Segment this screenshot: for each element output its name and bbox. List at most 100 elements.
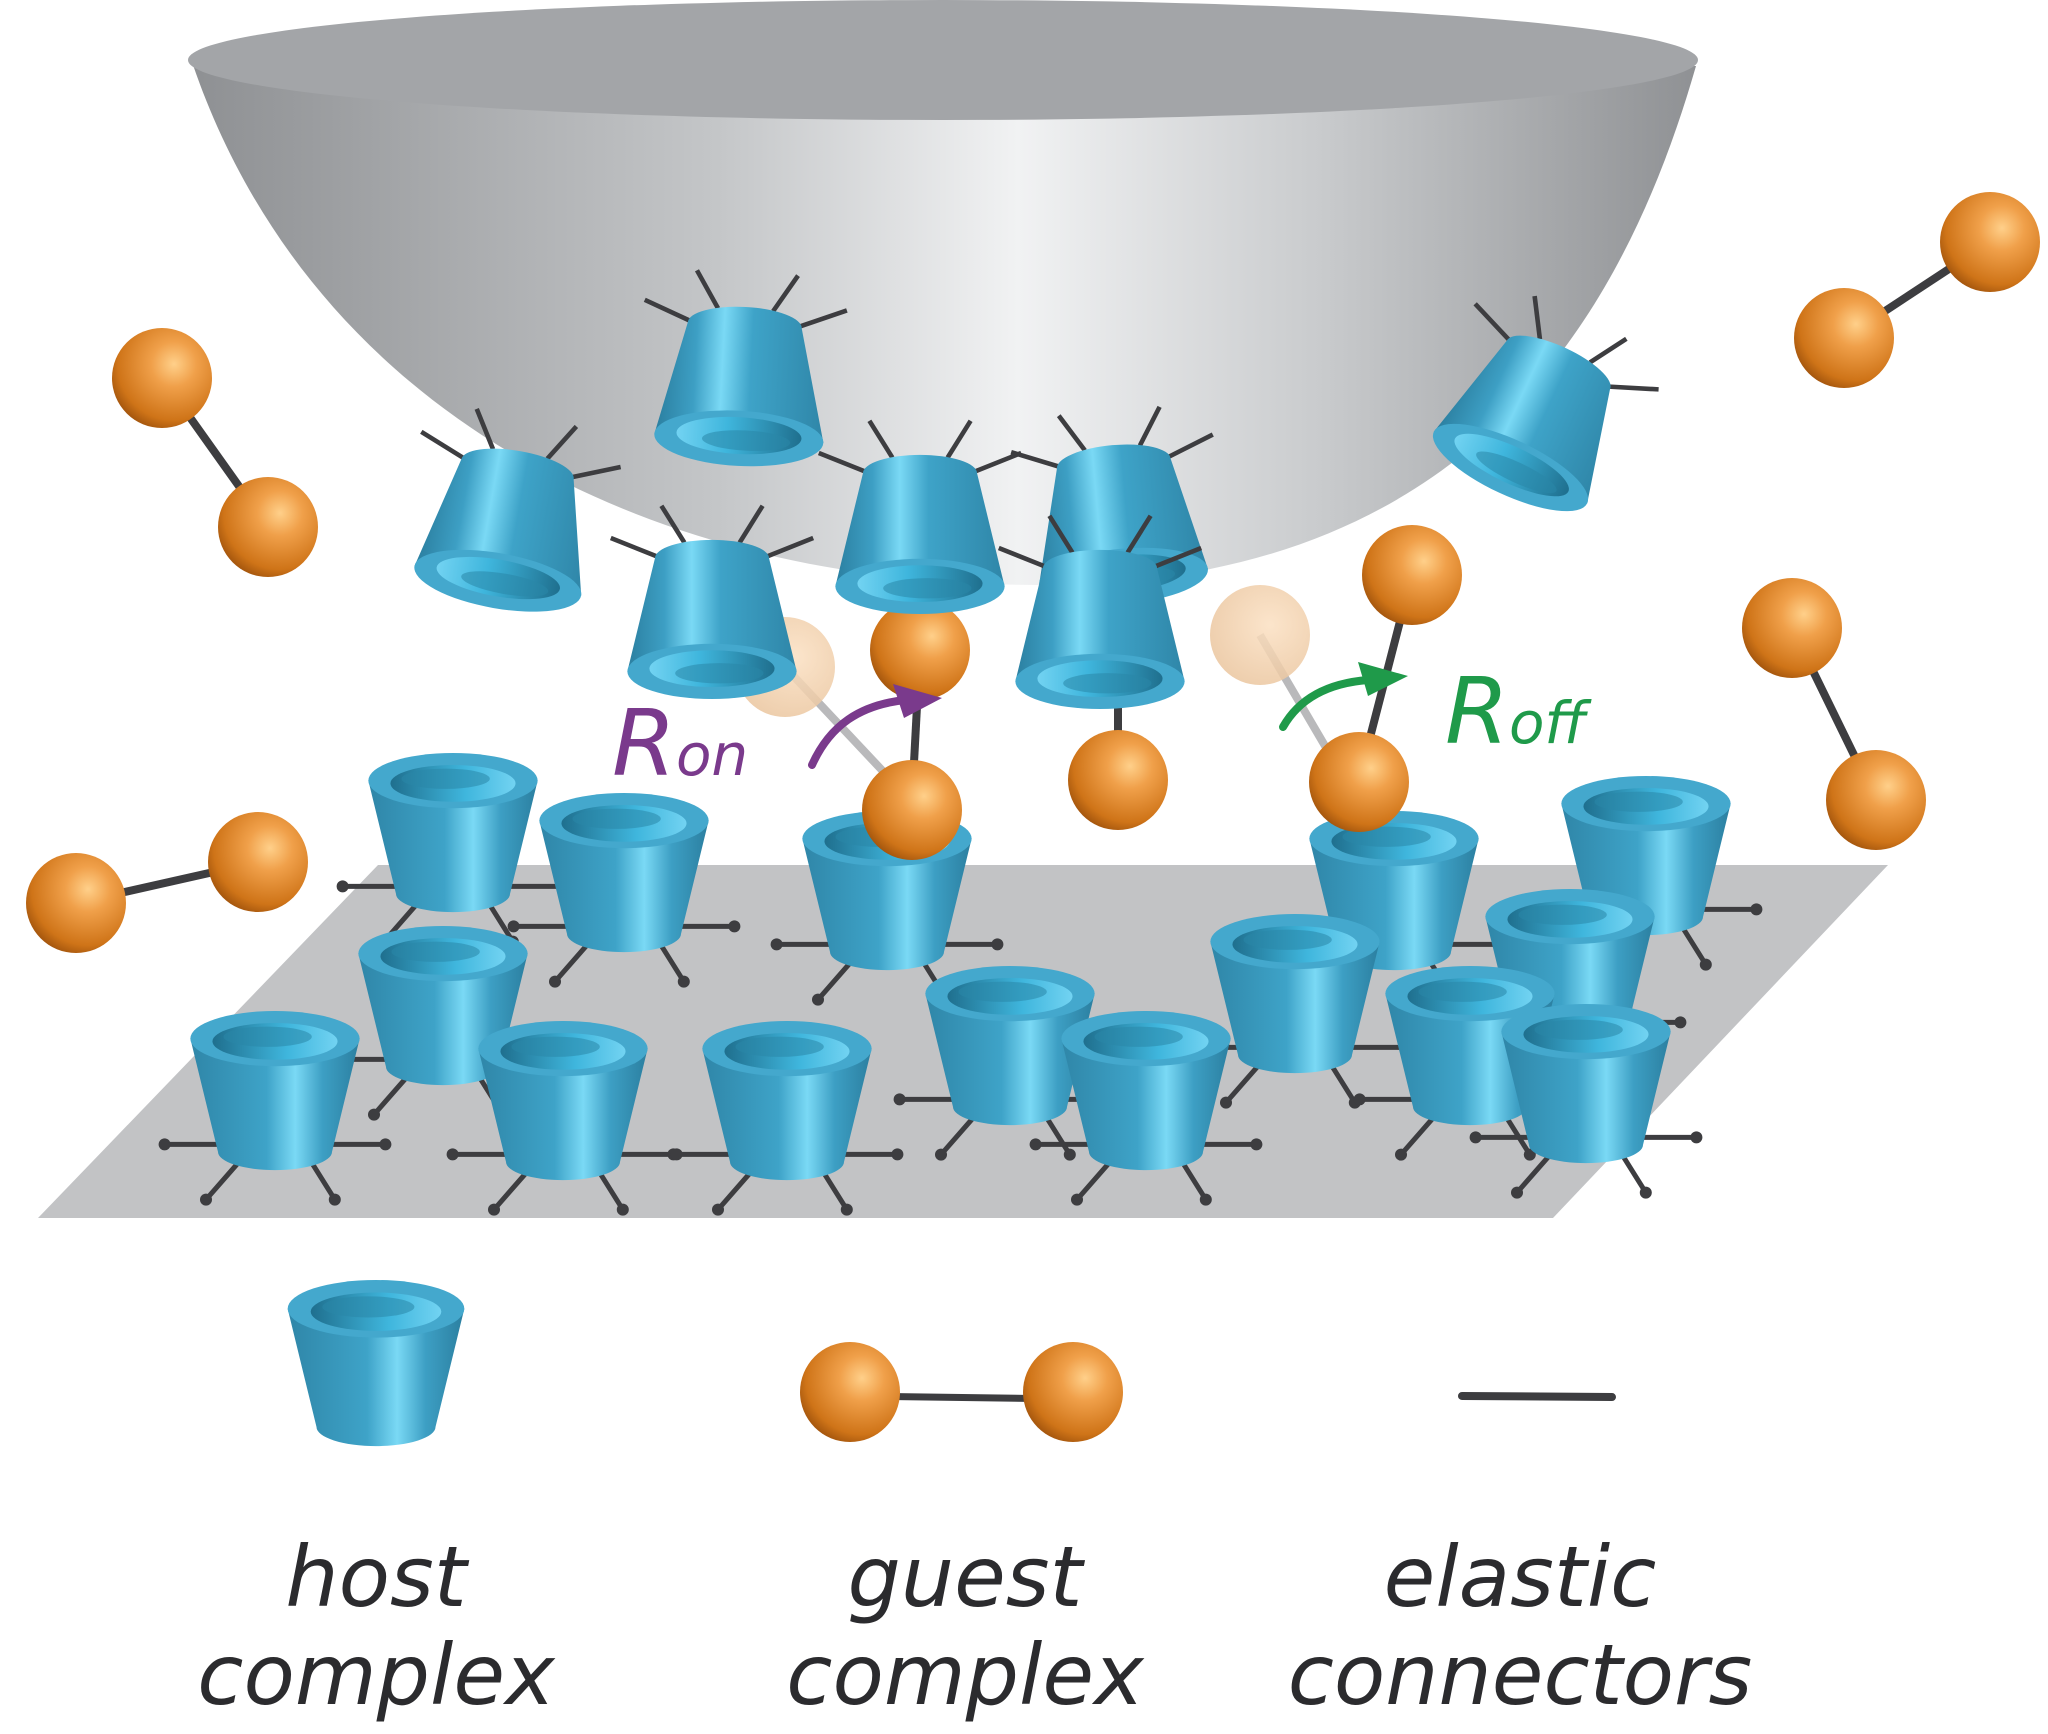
connector-end: [1250, 1138, 1263, 1151]
host-cup-bowl: [997, 514, 1203, 709]
connector-stub: [1044, 1115, 1073, 1158]
legend-host-icon: [287, 1280, 465, 1447]
host-cups-front-layer: [409, 269, 1659, 709]
legend-connector-line2: connectors: [1287, 1626, 1753, 1724]
connector-end: [1690, 1131, 1703, 1144]
connector-end: [507, 920, 520, 933]
connector-end: [1395, 1148, 1407, 1161]
connector-stub: [371, 1075, 409, 1118]
guest-complexes-layer: [26, 192, 2040, 953]
legend-host-line1: host: [285, 1528, 467, 1626]
connector-end: [336, 880, 349, 893]
connector-stub: [1223, 1063, 1261, 1106]
connector-end: [1511, 1186, 1523, 1199]
connector-end: [670, 1148, 683, 1161]
connector-end: [446, 1148, 459, 1161]
connector-stub: [1180, 1160, 1209, 1203]
guest-sphere: [1940, 192, 2040, 292]
connector-end: [1071, 1193, 1083, 1206]
legend-connector-line1: elastic: [1383, 1528, 1657, 1626]
connector-end: [616, 1203, 629, 1216]
r-on-label: Ron: [612, 690, 748, 797]
connector-end: [488, 1203, 500, 1216]
host-cup-bowl: [609, 504, 815, 699]
guest-sphere: [870, 600, 970, 700]
connector-stub: [821, 1170, 850, 1213]
guest-sphere: [1794, 288, 1894, 388]
connector-end: [1469, 1131, 1482, 1144]
guest-sphere: [112, 328, 212, 428]
legend-host-label: host complex: [196, 1528, 556, 1724]
legend-host-line2: complex: [197, 1626, 555, 1724]
connector-end: [1699, 958, 1712, 971]
connector-stub: [552, 942, 590, 985]
legend-guest-line2: complex: [786, 1626, 1144, 1724]
connector-end: [893, 1093, 906, 1106]
connector-stub: [715, 1170, 753, 1213]
connector-end: [840, 1203, 853, 1216]
connector-stub: [491, 1170, 529, 1213]
connector-end: [368, 1108, 380, 1121]
connector-end: [379, 1138, 392, 1151]
connector-stub: [815, 960, 853, 1003]
host-cup-bowl: [817, 419, 1023, 614]
ghost-sphere: [1210, 585, 1310, 685]
connector-end: [158, 1138, 171, 1151]
connector-end: [991, 938, 1004, 951]
connector-end: [1353, 1093, 1366, 1106]
connector-end: [891, 1148, 904, 1161]
r-on-main: R: [612, 690, 676, 797]
connector-stub: [1680, 925, 1709, 968]
guest-sphere: [208, 812, 308, 912]
connector-end: [1523, 1148, 1536, 1161]
connector-end: [677, 975, 690, 988]
guest-sphere: [1309, 732, 1409, 832]
connector-end: [728, 920, 741, 933]
connector-stub: [1398, 1115, 1436, 1158]
connector-end: [1063, 1148, 1076, 1161]
legend-connector-label: elastic connectors: [1280, 1528, 1760, 1724]
connector-stub: [658, 942, 687, 985]
connector-end: [1639, 1186, 1652, 1199]
r-on-arrow: [808, 696, 909, 769]
connector-stub: [1329, 1063, 1358, 1106]
r-on-sub: on: [675, 721, 749, 789]
host-cup-bowl: [1422, 295, 1659, 529]
connector-stub: [938, 1115, 976, 1158]
connector-end: [712, 1203, 724, 1216]
connector-stub: [597, 1170, 626, 1213]
connector-end: [1750, 903, 1763, 916]
legend-connector-icon: [1458, 1392, 1616, 1401]
guest-sphere: [218, 477, 318, 577]
legend-guest-line1: guest: [847, 1528, 1083, 1626]
connector-stub: [487, 902, 516, 945]
connector-end: [200, 1193, 212, 1206]
host-cup-bowl: [643, 269, 848, 471]
connector-stub: [1514, 1153, 1552, 1196]
connector-end: [328, 1193, 341, 1206]
connector-end: [935, 1148, 947, 1161]
guest-sphere: [26, 853, 126, 953]
guest-sphere: [1068, 730, 1168, 830]
connector-stub: [309, 1160, 338, 1203]
r-off-arrowhead: [1358, 662, 1408, 696]
bowl-object: [188, 0, 1698, 585]
connector-stub: [1074, 1160, 1112, 1203]
host-cup-bowl: [1010, 405, 1214, 612]
connector-end: [1029, 1138, 1042, 1151]
connector-end: [1674, 1016, 1687, 1029]
legend-guest-icon: [800, 1342, 1123, 1442]
r-off-label: Roff: [1445, 658, 1586, 765]
connector-end: [812, 993, 824, 1006]
connector-stub: [1620, 1153, 1649, 1196]
r-off-sub: off: [1508, 689, 1587, 757]
connector-stub: [203, 1160, 241, 1203]
legend-guest-label: guest complex: [780, 1528, 1150, 1724]
connector-end: [549, 975, 561, 988]
guest-sphere: [862, 760, 962, 860]
connector-end: [770, 938, 783, 951]
r-on-arrowhead: [893, 684, 942, 718]
r-off-main: R: [1445, 658, 1509, 765]
guest-sphere: [1826, 750, 1926, 850]
